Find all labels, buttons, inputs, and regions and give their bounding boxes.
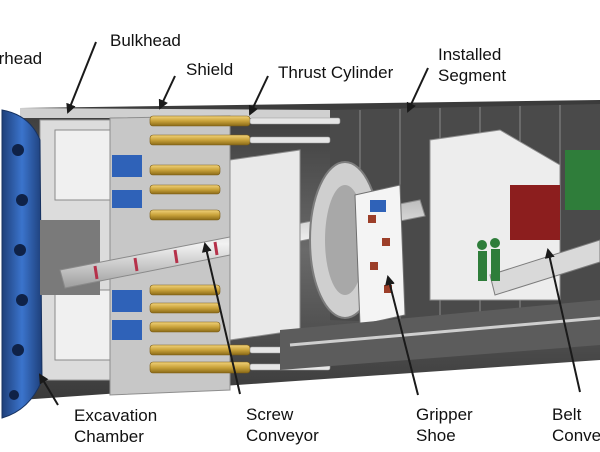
label-screw-conveyor: Screw Conveyor <box>246 404 319 446</box>
arrow-bulkhead <box>66 41 97 114</box>
cutterhead-disk <box>1 109 43 419</box>
label-belt-conveyor: Belt Conveyor <box>552 404 600 446</box>
bulkhead-frame <box>54 129 111 201</box>
arrow-belt-conveyor <box>544 248 581 393</box>
arrow-installed-segment <box>406 67 429 113</box>
gripper-frame <box>229 149 301 341</box>
track-bed <box>280 300 600 370</box>
arrow-thrust-cylinder <box>248 75 269 116</box>
label-installed-segment-line2: Segment <box>438 66 507 85</box>
label-bulkhead: Bulkhead <box>110 31 181 50</box>
label-excavation-chamber: Excavation Chamber <box>74 405 157 447</box>
label-installed-segment-line1: Installed <box>438 45 502 64</box>
hydraulic-units <box>112 155 142 340</box>
worker-figures <box>477 238 500 281</box>
label-excavation-chamber-line1: Excavation <box>74 406 158 425</box>
label-belt-conveyor-line2: Conveyor <box>552 426 600 445</box>
thrust-cylinders <box>149 115 251 374</box>
gripper-pads <box>368 215 392 293</box>
arrow-excavation-chamber <box>38 373 59 406</box>
label-belt-conveyor-line1: Belt <box>552 405 582 424</box>
green-panel <box>565 150 600 210</box>
label-screw-conveyor-line2: Conveyor <box>246 426 319 445</box>
label-thrust-cylinder: Thrust Cylinder <box>278 63 394 82</box>
erector-ring-inner <box>325 185 365 295</box>
leader-arrows <box>38 41 581 406</box>
label-excavation-chamber-line2: Chamber <box>74 427 144 446</box>
label-installed-segment: Installed Segment <box>438 44 506 86</box>
gripper-shoe <box>354 184 406 326</box>
label-screw-conveyor-line1: Screw <box>246 405 294 424</box>
belt-conveyor <box>489 239 600 296</box>
red-equipment <box>510 185 560 240</box>
track-rail <box>289 316 600 347</box>
gripper-blue-block <box>370 200 386 212</box>
label-shield: Shield <box>186 60 234 79</box>
label-cutterhead: Cutterhead <box>0 49 43 68</box>
arrow-gripper-shoe <box>385 275 419 396</box>
arrow-shield <box>158 75 176 110</box>
label-gripper-shoe: Gripper Shoe <box>416 404 473 446</box>
bulkhead-frame-lower <box>54 289 111 361</box>
label-gripper-shoe-line2: Shoe <box>416 426 456 445</box>
cutter-tools <box>9 144 28 400</box>
arrow-screw-conveyor <box>201 242 241 395</box>
label-gripper-shoe-line1: Gripper <box>416 405 473 424</box>
